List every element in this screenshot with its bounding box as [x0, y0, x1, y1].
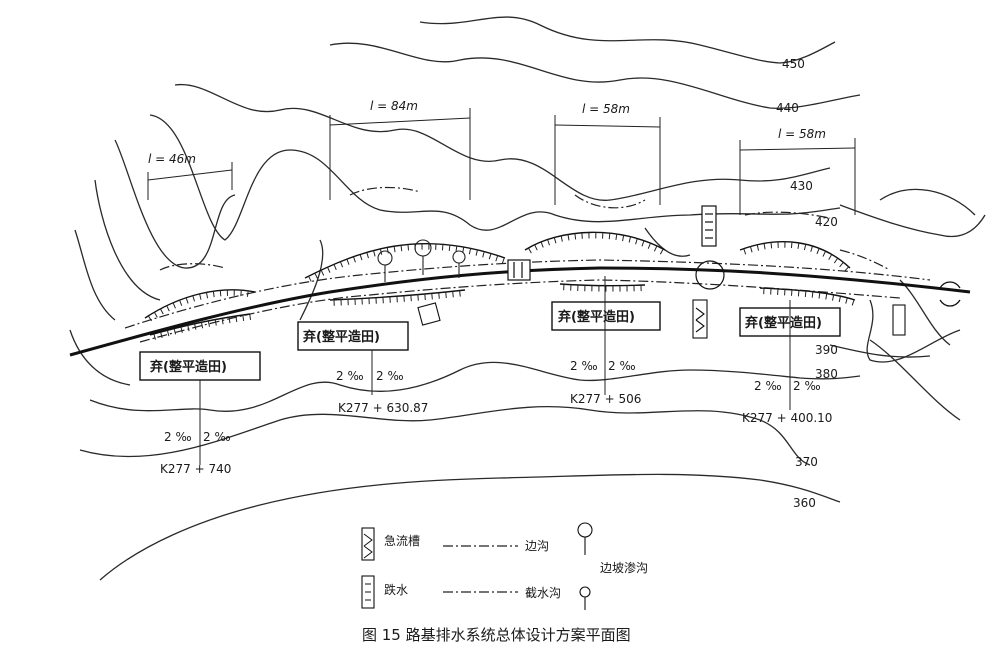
roadway-centerline [69, 266, 971, 357]
grade-labels: 2 ‰ 2 ‰ 2 ‰ 2 ‰ 2 ‰ 2 ‰ 2 ‰ 2 ‰ [164, 359, 821, 444]
legend-seepage-label: 边坡渗沟 [600, 560, 648, 575]
contour-value-labels: 450 440 430 420 390 380 370 360 [776, 57, 838, 510]
legend-side-ditch-label: 边沟 [525, 539, 549, 553]
contour-label: 390 [815, 343, 838, 357]
station-labels: K277 + 740 K277 + 630.87 K277 + 506 K277… [160, 392, 832, 476]
length-label: l = 46m [148, 152, 196, 166]
spoil-label: 弃(整平造田) [150, 359, 227, 375]
slope-hatching [147, 232, 855, 340]
length-label: l = 58m [778, 127, 826, 141]
spoil-areas: 弃(整平造田) 弃(整平造田) 弃(整平造田) 弃(整平造田) [139, 301, 841, 381]
contour-label: 380 [815, 367, 838, 381]
intercept-ditches [159, 186, 891, 271]
contour-lines [69, 16, 986, 581]
seepage-icon [577, 522, 593, 538]
legend-chute-label: 急流槽 [384, 533, 420, 548]
seepage-icon [579, 586, 591, 598]
contour-label: 450 [782, 57, 805, 71]
chute-symbols [417, 299, 906, 339]
length-label: l = 84m [370, 99, 418, 113]
grade-label: 2 ‰ [754, 379, 782, 393]
station-label: K277 + 630.87 [338, 401, 428, 415]
length-labels: l = 46m l = 84m l = 58m l = 58m [148, 99, 826, 166]
drop-structures [507, 205, 725, 290]
figure-caption: 图 15 路基排水系统总体设计方案平面图 [362, 626, 631, 644]
seepage-drain-symbols [377, 239, 466, 282]
chute-icon [361, 527, 375, 561]
grade-label: 2 ‰ [336, 369, 364, 383]
legend-drop-label: 跌水 [384, 582, 408, 597]
grade-label: 2 ‰ [376, 369, 404, 383]
contour-label: 360 [793, 496, 816, 510]
spoil-label: 弃(整平造田) [558, 309, 635, 325]
contour-label: 430 [790, 179, 813, 193]
grade-label: 2 ‰ [570, 359, 598, 373]
spoil-label: 弃(整平造田) [303, 329, 380, 345]
legend: 急流槽 边沟 跌水 截水沟 边坡渗沟 [361, 522, 648, 610]
station-label: K277 + 740 [160, 462, 231, 476]
grade-label: 2 ‰ [164, 430, 192, 444]
contour-label: 370 [795, 455, 818, 469]
spoil-label: 弃(整平造田) [745, 315, 822, 331]
grade-label: 2 ‰ [793, 379, 821, 393]
contour-label: 420 [815, 215, 838, 229]
culvert-symbol [939, 281, 961, 307]
grade-label: 2 ‰ [608, 359, 636, 373]
station-label: K277 + 506 [570, 392, 641, 406]
station-label: K277 + 400.10 [742, 411, 832, 425]
side-ditch-line [124, 259, 931, 329]
length-dimensions [147, 108, 856, 215]
station-markers [199, 276, 791, 465]
legend-intercept-label: 截水沟 [525, 586, 561, 600]
length-label: l = 58m [582, 102, 630, 116]
contour-label: 440 [776, 101, 799, 115]
grade-label: 2 ‰ [203, 430, 231, 444]
